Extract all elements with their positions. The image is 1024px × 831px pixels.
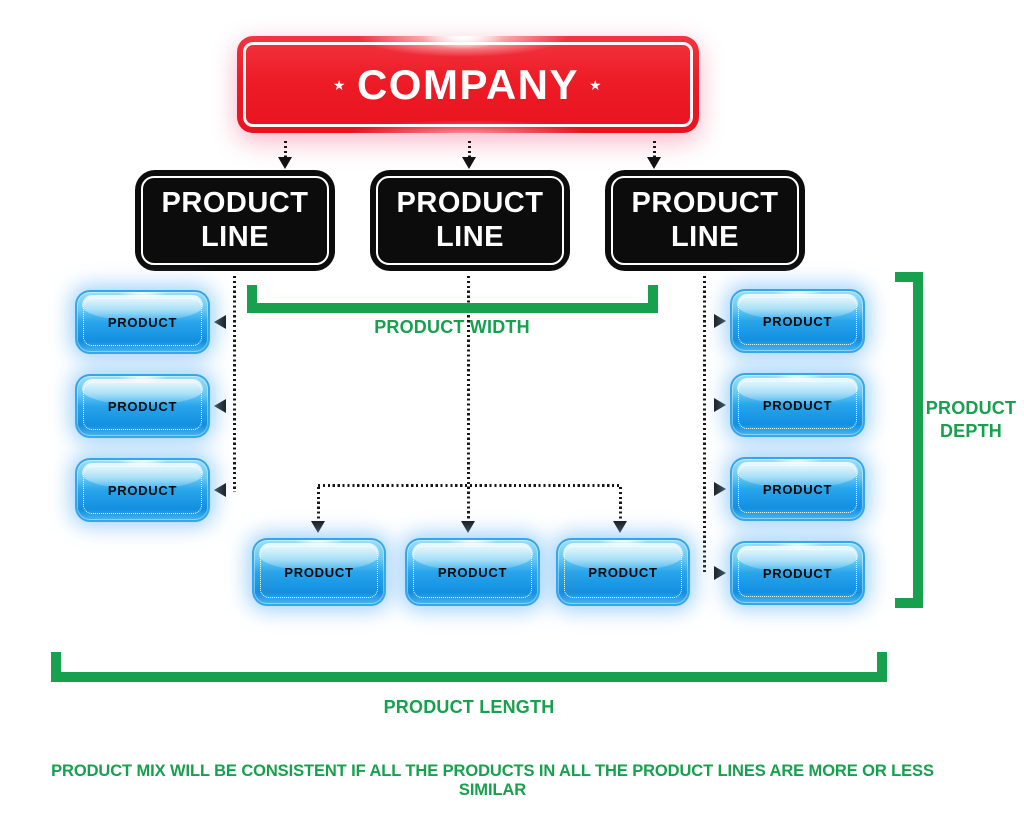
product-box: PRODUCT <box>75 374 210 438</box>
product-line-box-2: PRODUCT LINE <box>370 170 570 271</box>
arrow-right-icon <box>714 566 726 580</box>
star-icon: ★ <box>332 76 347 93</box>
product-line-label: PRODUCT LINE <box>631 187 779 253</box>
arrow-left-icon <box>214 399 226 413</box>
company-title: COMPANY <box>356 60 580 108</box>
connector-left-line <box>233 276 236 492</box>
product-box: PRODUCT <box>75 458 210 522</box>
arrow-right-icon <box>714 482 726 496</box>
product-box: PRODUCT <box>556 538 690 606</box>
product-label: PRODUCT <box>284 564 354 580</box>
product-length-label: PRODUCT LENGTH <box>383 697 555 717</box>
star-icon: ★ <box>589 76 604 93</box>
arrow-right-icon <box>714 314 726 328</box>
footnote-text: PRODUCT MIX WILL BE CONSISTENT IF ALL TH… <box>51 762 934 799</box>
product-box: PRODUCT <box>75 290 210 354</box>
product-label: PRODUCT <box>107 314 178 330</box>
product-box: PRODUCT <box>252 538 386 606</box>
product-length-bracket <box>51 652 887 682</box>
connector-bottom-left-drop <box>317 487 320 519</box>
arrow-down-icon <box>461 521 475 533</box>
product-width-label: PRODUCT WIDTH <box>374 317 530 337</box>
connector-company-middle <box>468 141 471 157</box>
product-depth-bracket <box>895 272 923 608</box>
connector-bottom-branch <box>318 484 621 487</box>
product-box: PRODUCT <box>730 457 865 521</box>
product-line-label: PRODUCT LINE <box>396 187 544 253</box>
connector-company-left <box>284 141 287 157</box>
product-label: PRODUCT <box>437 564 508 580</box>
product-box: PRODUCT <box>730 289 865 353</box>
product-line-box-3: PRODUCT LINE <box>605 170 805 271</box>
arrow-right-icon <box>714 398 726 412</box>
product-width-bracket <box>247 285 658 313</box>
product-label: PRODUCT <box>107 398 178 414</box>
arrow-down-icon <box>647 157 661 169</box>
product-depth-label: PRODUCT DEPTH <box>925 398 1017 441</box>
arrow-down-icon <box>278 157 292 169</box>
product-box: PRODUCT <box>405 538 540 606</box>
company-box: ★ COMPANY ★ <box>237 36 699 133</box>
product-label: PRODUCT <box>107 482 178 498</box>
product-label: PRODUCT <box>588 564 658 580</box>
connector-bottom-right-drop <box>619 487 622 519</box>
arrow-left-icon <box>214 315 226 329</box>
arrow-down-icon <box>613 521 627 533</box>
product-box: PRODUCT <box>730 373 865 437</box>
product-line-box-1: PRODUCT LINE <box>135 170 335 271</box>
connector-company-right <box>653 141 656 157</box>
product-label: PRODUCT <box>762 397 833 413</box>
product-label: PRODUCT <box>762 313 833 329</box>
company-label-row: ★ COMPANY ★ <box>333 61 603 109</box>
product-label: PRODUCT <box>762 481 833 497</box>
arrow-down-icon <box>462 157 476 169</box>
product-box: PRODUCT <box>730 541 865 605</box>
connector-right-line <box>703 276 706 573</box>
arrow-down-icon <box>311 521 325 533</box>
product-label: PRODUCT <box>762 565 833 581</box>
connector-middle-line <box>467 276 470 519</box>
arrow-left-icon <box>214 483 226 497</box>
product-line-label: PRODUCT LINE <box>161 187 309 253</box>
